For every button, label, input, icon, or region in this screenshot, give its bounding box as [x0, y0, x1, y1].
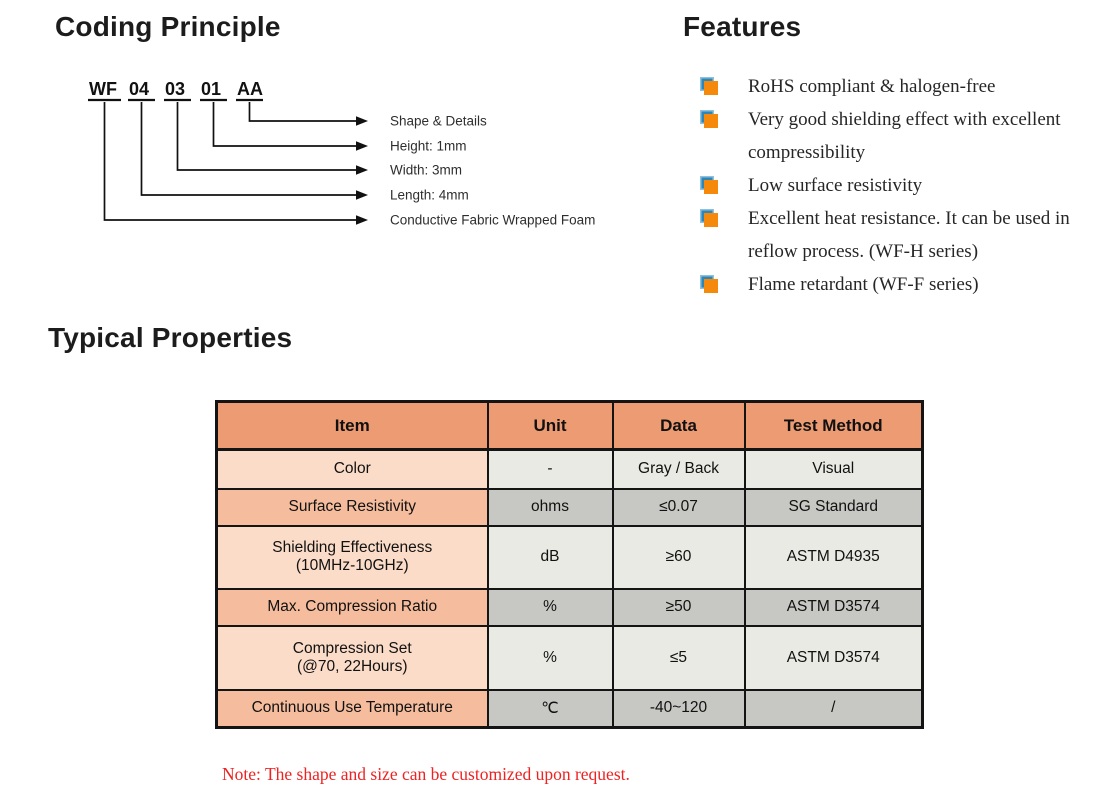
code-part-aa: AA: [237, 79, 263, 99]
code-part-wf: WF: [89, 79, 117, 99]
table-row: Continuous Use Temperature ℃ -40~120 /: [215, 688, 924, 729]
connector-line: [176, 102, 357, 171]
unit-cell: dB: [486, 524, 614, 590]
table-row: Surface Resistivity ohms ≤0.07 SG Standa…: [215, 487, 924, 527]
table-row: Shielding Effectiveness (10MHz-10GHz) dB…: [215, 524, 924, 590]
bullet-square-icon: [700, 77, 718, 95]
connector-line: [212, 102, 357, 147]
table-row: Max. Compression Ratio % ≥50 ASTM D3574: [215, 587, 924, 627]
features-list: RoHS compliant & halogen-free Very good …: [700, 70, 1105, 301]
customization-note: Note: The shape and size can be customiz…: [222, 764, 630, 784]
connector-line: [103, 102, 357, 221]
feature-text: Excellent heat resistance. It can be use…: [748, 208, 1070, 262]
features-title: Features: [683, 11, 802, 42]
feature-text: Low surface resistivity: [748, 175, 923, 196]
item-cell: Continuous Use Temperature: [215, 688, 489, 729]
item-cell: Color: [215, 448, 489, 490]
diagram-label-length: Length: 4mm: [390, 188, 469, 203]
feature-item: RoHS compliant & halogen-free: [700, 70, 1105, 103]
arrowhead-icon: [356, 141, 368, 151]
data-cell: ≤5: [611, 624, 746, 691]
coding-principle-title: Coding Principle: [55, 11, 281, 42]
unit-cell: ℃: [486, 688, 614, 729]
method-cell: SG Standard: [743, 487, 924, 527]
feature-item: Very good shielding effect with excellen…: [700, 103, 1105, 169]
diagram-label-material: Conductive Fabric Wrapped Foam: [390, 213, 595, 228]
feature-text: Flame retardant (WF-F series): [748, 274, 979, 295]
item-cell: Compression Set (@70, 22Hours): [215, 624, 489, 691]
arrowhead-icon: [356, 215, 368, 225]
data-cell: ≥50: [611, 587, 746, 627]
feature-text: Very good shielding effect with excellen…: [748, 109, 1061, 163]
item-cell: Max. Compression Ratio: [215, 587, 489, 627]
code-part-03: 03: [165, 79, 185, 99]
bullet-square-icon: [700, 209, 718, 227]
data-cell: Gray / Back: [611, 448, 746, 490]
bullet-square-icon: [700, 275, 718, 293]
method-cell: Visual: [743, 448, 924, 490]
unit-cell: %: [486, 624, 614, 691]
coding-diagram: WF 04 03 01 AA Shape & Details: [85, 76, 705, 246]
table-header-row: Item Unit Data Test Method: [215, 400, 924, 451]
unit-cell: ohms: [486, 487, 614, 527]
feature-item: Low surface resistivity: [700, 169, 1105, 202]
method-cell: ASTM D3574: [743, 587, 924, 627]
data-cell: ≤0.07: [611, 487, 746, 527]
unit-cell: -: [486, 448, 614, 490]
diagram-label-width: Width: 3mm: [390, 163, 462, 178]
bullet-square-icon: [700, 176, 718, 194]
arrowhead-icon: [356, 190, 368, 200]
code-part-01: 01: [201, 79, 221, 99]
column-header-method: Test Method: [743, 400, 924, 451]
column-header-unit: Unit: [486, 400, 614, 451]
table-row: Compression Set (@70, 22Hours) % ≤5 ASTM…: [215, 624, 924, 691]
bullet-square-icon: [700, 110, 718, 128]
feature-item: Flame retardant (WF-F series): [700, 268, 1105, 301]
item-cell: Shielding Effectiveness (10MHz-10GHz): [215, 524, 489, 590]
diagram-label-height: Height: 1mm: [390, 139, 467, 154]
unit-cell: %: [486, 587, 614, 627]
method-cell: /: [743, 688, 924, 729]
item-cell: Surface Resistivity: [215, 487, 489, 527]
arrowhead-icon: [356, 165, 368, 175]
typical-properties-title: Typical Properties: [48, 322, 293, 353]
data-cell: ≥60: [611, 524, 746, 590]
method-cell: ASTM D3574: [743, 624, 924, 691]
data-cell: -40~120: [611, 688, 746, 729]
method-cell: ASTM D4935: [743, 524, 924, 590]
connector-line: [248, 102, 357, 122]
feature-text: RoHS compliant & halogen-free: [748, 76, 996, 97]
table-row: Color - Gray / Back Visual: [215, 448, 924, 490]
code-part-04: 04: [129, 79, 149, 99]
column-header-item: Item: [215, 400, 489, 451]
properties-table: Item Unit Data Test Method Color - Gray …: [215, 400, 924, 729]
coding-diagram-svg: WF 04 03 01 AA Shape & Details: [88, 79, 595, 228]
feature-item: Excellent heat resistance. It can be use…: [700, 202, 1105, 268]
column-header-data: Data: [611, 400, 746, 451]
connector-line: [140, 102, 357, 196]
arrowhead-icon: [356, 116, 368, 126]
diagram-label-shape: Shape & Details: [390, 114, 487, 129]
